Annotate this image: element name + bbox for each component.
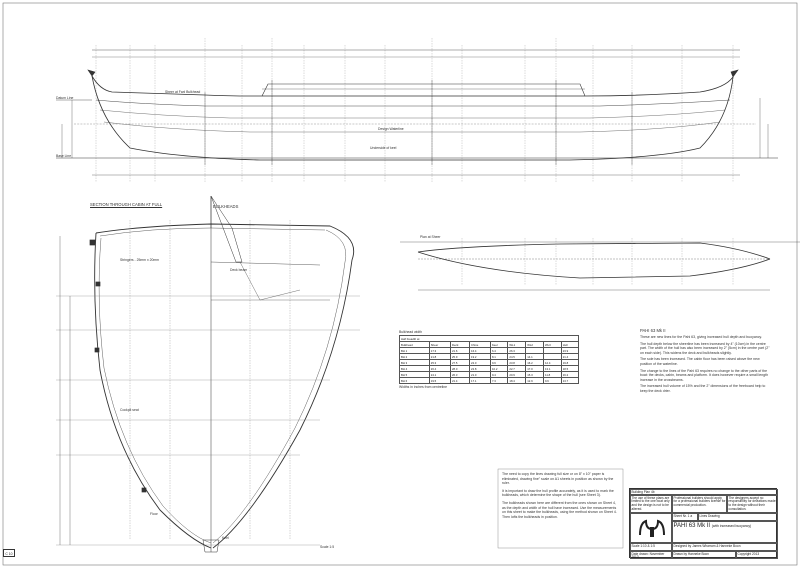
table-cell: 17.1 — [469, 377, 491, 384]
copyright-cell: Copyright 2013 — [736, 551, 778, 559]
section-note-4: Keel — [222, 536, 229, 540]
section-scale-label: Scale 1:5 — [320, 545, 335, 549]
table-cell: 18.4 — [507, 377, 527, 384]
bulkhead-width-table: Bulkhead width Half breadth at Bulkhead … — [399, 330, 580, 389]
section-note-3: Cockpit seat — [120, 408, 139, 412]
sheet-number: Sheet Nr. 1 a — [672, 513, 698, 521]
copyright-note: The use of these plans are limited to th… — [630, 495, 672, 513]
section-note-1: Stringers - 25mm x 20mm — [120, 258, 160, 262]
date-cell: Date drawn: November 2013 — [630, 551, 672, 559]
description-paragraph: The change to the lines of the Pahi 63 r… — [640, 368, 769, 382]
bottom-notes: The need to copy the lines drawing full … — [502, 472, 620, 519]
description-paragraph: These are new lines for the Pahi 63, giv… — [640, 335, 762, 339]
table-cell: 9.6 — [542, 377, 562, 384]
table-cell: BH 6 — [399, 377, 430, 384]
datum-line-label: Datum Line — [56, 96, 74, 100]
section-title: SECTION THROUGH CABIN AT FULL — [90, 202, 163, 207]
drawn-by-cell: Drawn by Hanneke Boon — [672, 551, 736, 559]
section-view — [56, 195, 360, 553]
sheet-corner-label: C 10 — [3, 549, 15, 557]
table-cell: 7.3 — [489, 377, 509, 384]
table-cell: 19.5 — [428, 377, 452, 384]
sheer-note-label: Sheer at Fwd Bulkhead — [165, 90, 201, 94]
section-note-2: Deck beam — [230, 268, 248, 272]
bottom-note-item: The bulkheads shown here are different f… — [502, 500, 617, 519]
professional-note: Professional builders should apply for a… — [672, 495, 727, 513]
table-cell: 13.7 — [560, 377, 580, 384]
description-block: PAHI 63 Mk II These are new lines for th… — [640, 328, 772, 394]
bulkhead-table-footnote: Widths in inches from centreline — [399, 385, 448, 389]
table-cell: 12.9 — [525, 377, 544, 384]
wharram-logo-icon — [638, 519, 665, 537]
profile-view — [56, 38, 778, 182]
design-note: The designers accept no responsibility f… — [727, 495, 778, 513]
title-block-top-label: Building Plan 4b — [630, 489, 778, 495]
scale-cell: Scale 1:10 & 1:5 — [630, 543, 672, 551]
section-note-5: Floor — [150, 512, 158, 516]
description-heading: PAHI 63 Mk II — [640, 328, 666, 333]
designed-by-cell: Designed by James Wharram & Hanneke Boon — [672, 543, 778, 551]
description-paragraph: The hull depth below the sheerline has b… — [640, 341, 770, 355]
keel-note-label: Underside of keel — [370, 146, 397, 150]
title-block: Building Plan 4b The use of these plans … — [629, 488, 778, 559]
plan-view — [400, 238, 800, 291]
waterline-note-label: Design Waterline — [378, 127, 404, 131]
bottom-note-item: The need to copy the lines drawing full … — [502, 472, 614, 486]
bulkhead-table-title: Bulkhead width — [399, 330, 422, 334]
boat-name: PAHI 63 Mk II — [673, 522, 711, 529]
boat-subtitle: (with increased buoyancy) — [711, 523, 752, 528]
bulkheads-label: BULKHEADS — [213, 204, 239, 209]
base-line-label: Base Line — [56, 154, 72, 158]
boat-name-cell: PAHI 63 Mk II (with increased buoyancy) — [672, 521, 778, 543]
table-cell: 21.4 — [449, 377, 471, 384]
bottom-note-item: It is important to draw the hull profile… — [502, 488, 614, 498]
drawing-label: Lines Drawing — [698, 513, 778, 521]
plan-view-label: Plan at Sheer — [420, 235, 441, 239]
logo-cell — [630, 513, 672, 543]
description-paragraph: The sole has been increased. The cabin f… — [640, 357, 760, 366]
description-paragraph: The increased hull volume of 15% and the… — [640, 384, 766, 393]
